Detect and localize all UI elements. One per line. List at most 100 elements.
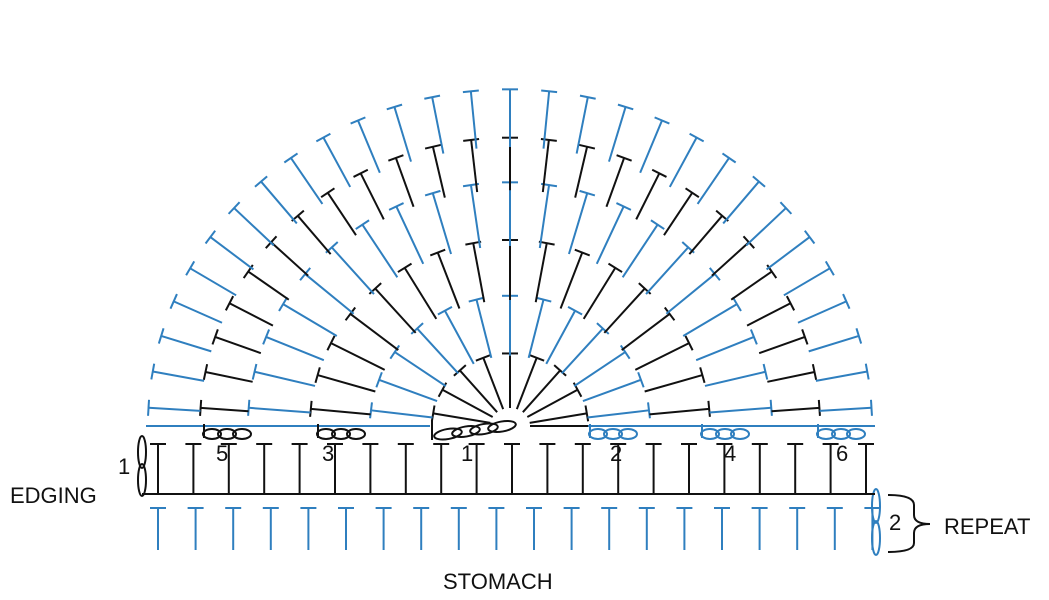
fan-stitch (527, 296, 552, 359)
fan-stitch (437, 306, 475, 365)
fan-stitch (634, 335, 694, 371)
fan-stitch (388, 154, 415, 208)
fan-stitch (746, 295, 796, 327)
fan-stitch (722, 175, 766, 225)
fan-stitch (574, 143, 596, 198)
fan-row-1 (430, 352, 590, 424)
fan-stitch (242, 264, 290, 301)
fan-stitch (758, 329, 809, 355)
fan-stitch (251, 363, 316, 387)
fan-stitch (663, 187, 700, 236)
fan-stitch (682, 296, 742, 337)
fan-stitch (704, 363, 769, 387)
stomach-stitch (338, 507, 354, 550)
edging-stitch (858, 443, 874, 494)
fan-stitch (560, 322, 610, 375)
fan-stitch (545, 306, 583, 365)
fan-stitch (771, 399, 821, 416)
fan-stitch (502, 88, 518, 147)
chain-oval (730, 428, 750, 440)
fan-stitch (157, 327, 212, 353)
edging-row-count: 1 (118, 454, 130, 479)
fan-stitch (765, 230, 816, 271)
chain-oval (846, 428, 866, 440)
edging-stitch (681, 443, 697, 494)
stomach-stitch (601, 507, 618, 550)
fan-stitch (608, 103, 634, 162)
fan-stitch (526, 382, 583, 418)
edging-stitch (362, 443, 379, 494)
fan-stitch (605, 154, 632, 208)
repeat-marker (871, 488, 931, 556)
fan-row-2 (369, 294, 651, 419)
fan-stitch (424, 189, 453, 255)
repeat-brace (887, 494, 931, 553)
fan-stitch (783, 260, 835, 297)
fan-row-6 (147, 88, 873, 416)
edging-stitch (787, 443, 804, 494)
fan-stitch (353, 168, 385, 220)
chain-oval (871, 488, 881, 524)
fan-stitch (350, 116, 381, 174)
edging-stitch (574, 443, 591, 494)
fan-stitch (429, 248, 461, 309)
row-number-5: 5 (216, 441, 228, 466)
fan-stitch (169, 293, 223, 324)
edging-stitch (256, 443, 273, 494)
fan-stitch (150, 363, 205, 382)
fan-stitch (502, 239, 518, 300)
stomach-stitch (413, 507, 430, 550)
stomach-stitch (450, 507, 467, 550)
fan-stitch (502, 181, 518, 246)
chain-oval (433, 427, 463, 441)
stomach-stitch (225, 507, 242, 550)
stomach-stitch (187, 507, 204, 550)
stomach-stitch (375, 507, 392, 550)
fan-stitch (621, 306, 676, 351)
fan-stitch (262, 329, 325, 362)
fan-stitch (224, 295, 274, 327)
fan-stitch (767, 363, 818, 383)
chain-oval (346, 428, 366, 440)
edging-stitch (716, 443, 733, 494)
stomach-stitch (789, 507, 806, 550)
fan-stitch (515, 354, 545, 410)
stomach-label: STOMACH (443, 569, 553, 594)
chain-oval (603, 428, 623, 440)
fan-stitch (541, 89, 558, 149)
fan-stitch (325, 241, 375, 295)
fan-stitch (437, 382, 494, 418)
fan-stitch (147, 399, 201, 416)
stomach-stitch (563, 507, 580, 550)
row-number-4: 4 (724, 441, 736, 466)
fan-stitch (247, 399, 311, 416)
fan-stitch (278, 296, 338, 337)
fan-stitch (529, 405, 590, 424)
chain-oval (137, 463, 147, 497)
fan-stitch (621, 219, 665, 278)
fan-stitch (522, 364, 567, 413)
fan-stitch (639, 116, 670, 174)
fan-stitch (462, 89, 479, 149)
fan-stitch (388, 202, 425, 265)
stomach-stitch (751, 507, 768, 550)
fan-stitch (315, 132, 352, 188)
edging-stitch (645, 443, 662, 494)
row-number-2: 2 (610, 441, 622, 466)
fan-stitch (211, 329, 262, 355)
repeat-label: REPEAT (944, 514, 1030, 539)
fan-stitch (745, 201, 793, 247)
fan-stitch (797, 293, 851, 324)
fan-stitch (688, 209, 729, 255)
chain-oval (451, 425, 481, 438)
fan-stitch (808, 327, 863, 353)
edging-stitches (137, 435, 875, 497)
edging-stitch (397, 443, 414, 494)
repeat-row-count: 2 (889, 510, 901, 535)
edging-stitch (150, 443, 166, 494)
fan-stitch (635, 168, 667, 220)
fan-stitch (582, 371, 645, 403)
fan-stitch (389, 344, 447, 387)
fan-stitch (375, 371, 438, 403)
